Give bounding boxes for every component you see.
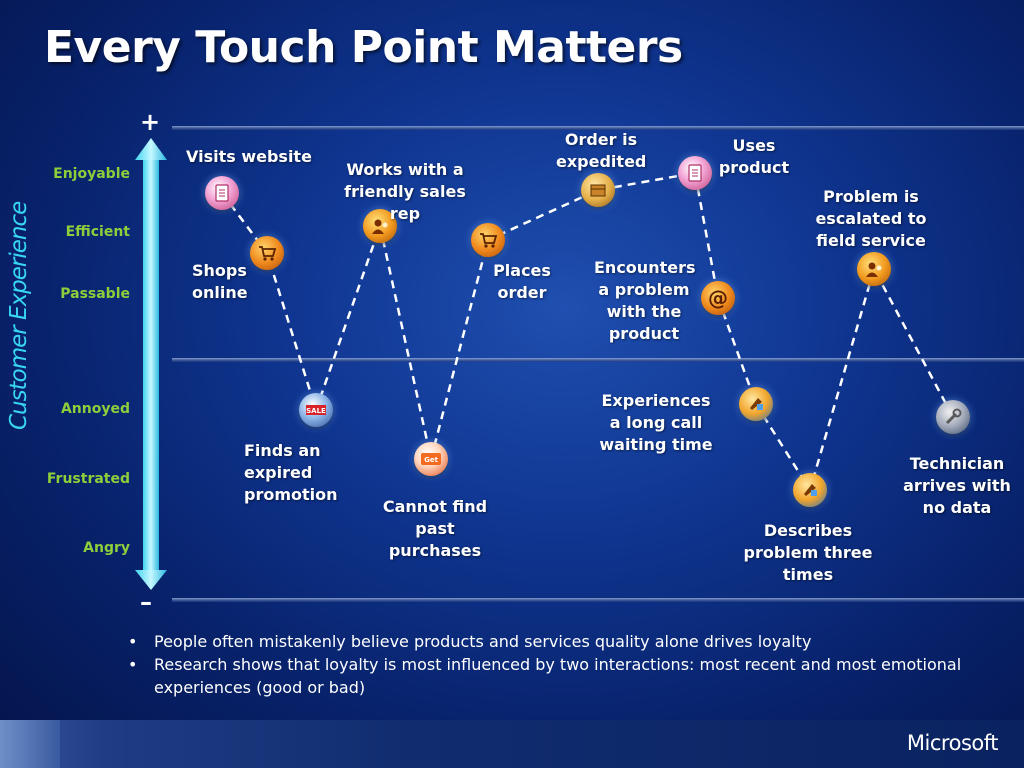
phone-icon [793,473,827,507]
svg-text:Get: Get [424,456,438,464]
touchpoint-label-cannot-find-purchases: Cannot find past purchases [382,497,488,560]
sales-rep-icon [363,209,397,243]
bullet-text: Research shows that loyalty is most infl… [154,655,962,697]
shopping-cart-icon [471,223,505,257]
search-icon: Get [414,442,448,476]
touchpoint-label-visits-website: Visits website [186,147,312,166]
document-icon [678,156,712,190]
level-passable: Passable [60,286,130,302]
brand-logo: Microsoft [906,731,999,755]
touchpoint-label-long-call-wait: Experiences a long call waiting time [599,391,713,454]
bullet-icon: • [128,632,138,651]
phone-icon [739,387,773,421]
bullet-item: • People often mistakenly believe produc… [128,630,988,653]
touchpoint-label-escalated-field-service: Problem is escalated to field service [815,187,927,250]
touchpoint-label-encounters-problem: Encounters a problem with the product [594,258,696,343]
touchpoint-label-uses-product: Uses product [718,136,790,177]
level-efficient: Efficient [65,224,130,240]
email-icon: @ [701,281,735,315]
level-angry: Angry [83,540,130,556]
shipping-icon [581,173,615,207]
promotion-icon: SALE [299,393,333,427]
middle-guide-line [172,358,1024,362]
footer-accent [0,720,60,768]
slide-title: Every Touch Point Matters [44,22,683,73]
escalation-icon [857,252,891,286]
level-frustrated: Frustrated [46,471,130,487]
svg-text:SALE: SALE [306,407,326,415]
level-enjoyable: Enjoyable [53,166,130,182]
top-guide-line [172,126,1024,130]
bullet-text: People often mistakenly believe products… [154,632,812,651]
bullet-icon: • [128,655,138,674]
axis-minus-sign: – [140,588,152,616]
touchpoint-label-order-expedited: Order is expedited [556,130,647,171]
takeaway-bullets: • People often mistakenly believe produc… [128,630,988,699]
touchpoint-label-places-order: Places order [493,261,551,302]
bottom-guide-line [172,598,1024,602]
bullet-item: • Research shows that loyalty is most in… [128,653,988,699]
axis-plus-sign: + [140,108,161,136]
footer-bar [0,720,1024,768]
document-icon [205,176,239,210]
level-annoyed: Annoyed [60,401,130,417]
touchpoint-label-shops-online: Shops online [192,261,248,302]
touchpoint-label-technician-no-data: Technician arrives with no data [903,454,1011,517]
touchpoint-label-describes-problem: Describes problem three times [743,521,873,584]
touchpoint-label-friendly-sales-rep: Works with a friendly sales rep [344,160,466,223]
technician-icon [936,400,970,434]
shopping-cart-icon [250,236,284,270]
touchpoint-label-expired-promotion: Finds an expired promotion [244,441,338,504]
